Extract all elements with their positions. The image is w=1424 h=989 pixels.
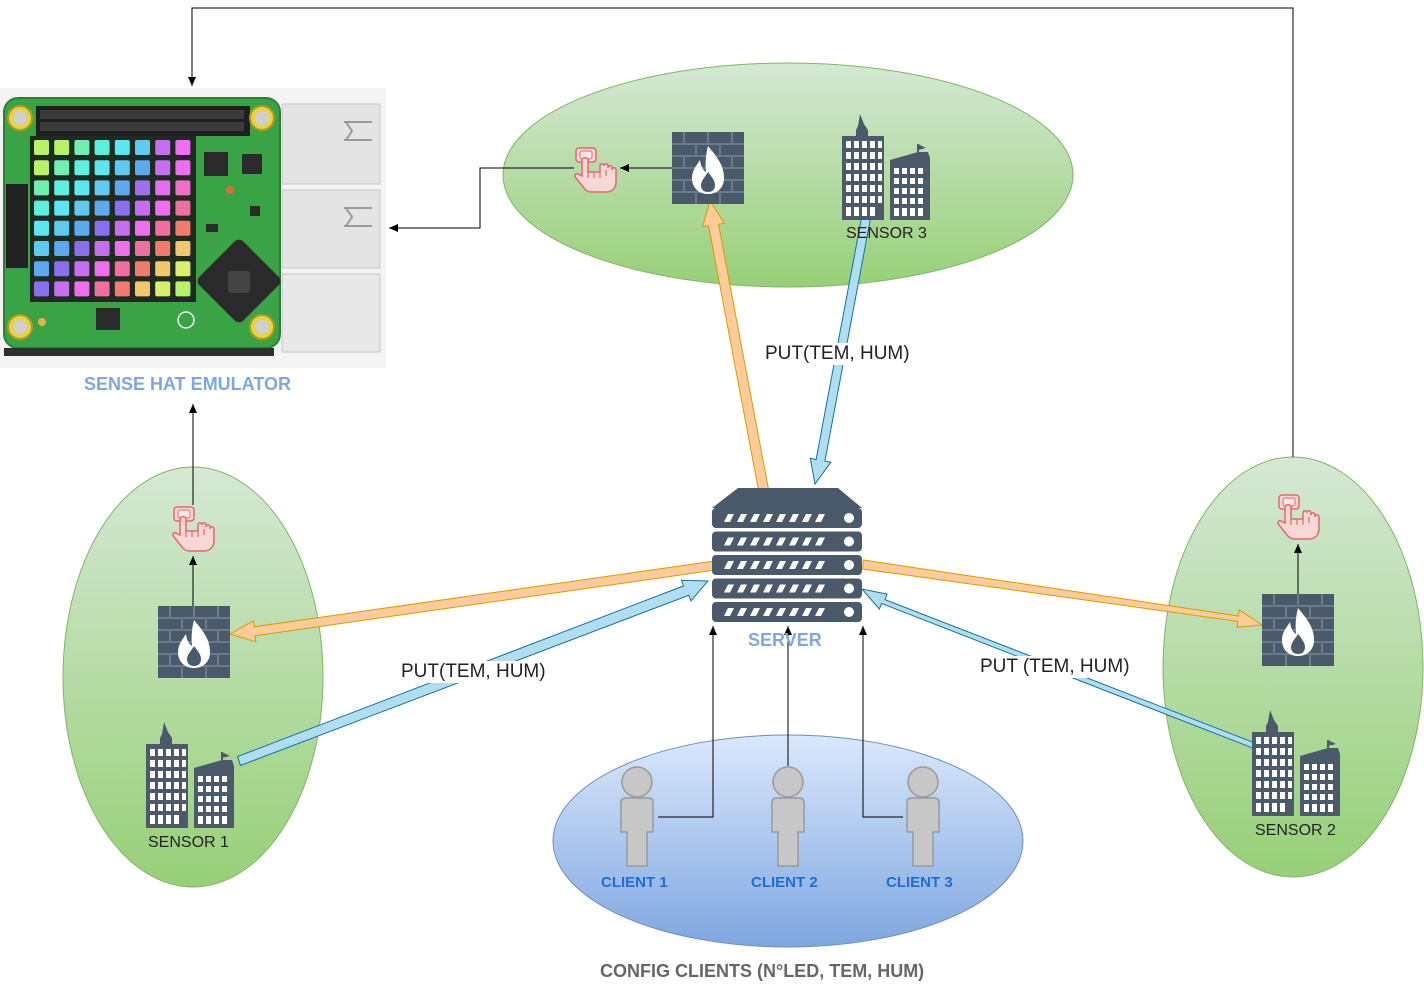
sensor3-label: SENSOR 3	[846, 225, 927, 242]
server-rack-unit	[712, 531, 862, 552]
led-pixel	[175, 241, 191, 256]
led-pixel	[74, 160, 90, 176]
server-rack-unit	[712, 578, 862, 599]
server-rack-unit	[712, 602, 862, 622]
put-label-top: PUT(TEM, HUM)	[763, 343, 912, 365]
put-label-left: PUT(TEM, HUM)	[399, 661, 548, 683]
firewall-icon-sensor2	[1262, 594, 1334, 666]
led-pixel	[34, 200, 49, 216]
sense-hat-board	[0, 88, 386, 368]
led-pixel	[135, 261, 150, 277]
led-matrix	[34, 140, 191, 297]
led-pixel	[114, 241, 130, 256]
led-pixel	[74, 261, 90, 277]
led-pixel	[175, 281, 191, 297]
server-icon	[712, 488, 862, 622]
led-pixel	[54, 200, 70, 216]
server-rack-unit	[712, 555, 862, 575]
led-pixel	[175, 200, 191, 216]
led-pixel	[54, 180, 70, 196]
led-pixel	[175, 160, 191, 176]
led-pixel	[135, 160, 150, 176]
led-pixel	[74, 200, 90, 216]
led-pixel	[135, 220, 150, 236]
led-pixel	[155, 220, 171, 236]
put-label-right: PUT (TEM, HUM)	[978, 656, 1132, 678]
firewall-icon-sensor3	[672, 132, 744, 204]
led-pixel	[175, 261, 191, 277]
led-pixel	[94, 180, 110, 196]
led-pixel	[155, 200, 171, 216]
led-pixel	[135, 241, 150, 256]
led-pixel	[135, 281, 150, 297]
client2-label: CLIENT 2	[751, 874, 818, 891]
led-pixel	[114, 261, 130, 277]
led-pixel	[54, 140, 70, 155]
config-clients-label: CONFIG CLIENTS (N°LED, TEM, HUM)	[600, 961, 925, 981]
led-pixel	[94, 200, 110, 216]
connector-sensor3-to-sensehat	[389, 167, 574, 232]
firewall-icon-sensor1	[158, 606, 230, 678]
led-pixel	[135, 140, 150, 155]
led-pixel	[114, 220, 130, 236]
led-pixel	[94, 140, 110, 155]
led-pixel	[135, 200, 150, 216]
led-pixel	[114, 160, 130, 176]
led-pixel	[94, 160, 110, 176]
flow-arrow-server-to-firewall2	[862, 559, 1264, 628]
led-pixel	[54, 281, 70, 297]
led-pixel	[94, 220, 110, 236]
led-pixel	[34, 140, 49, 155]
server-label: SERVER	[748, 630, 822, 650]
led-pixel	[54, 220, 70, 236]
led-pixel	[175, 220, 191, 236]
led-pixel	[34, 220, 49, 236]
connector-client1-to-server	[658, 626, 717, 818]
led-pixel	[114, 200, 130, 216]
led-pixel	[175, 180, 191, 196]
led-pixel	[34, 261, 49, 277]
sensor1-label: SENSOR 1	[148, 834, 229, 851]
flow-arrow-server-to-firewall1	[228, 560, 716, 643]
led-pixel	[34, 281, 49, 297]
led-pixel	[74, 281, 90, 297]
led-pixel	[155, 180, 171, 196]
connector-sensor2-to-sensehat	[188, 7, 1294, 457]
sensor2-label: SENSOR 2	[1255, 822, 1336, 839]
led-pixel	[155, 241, 171, 256]
led-pixel	[114, 140, 130, 155]
led-pixel	[155, 281, 171, 297]
led-pixel	[74, 180, 90, 196]
led-pixel	[34, 160, 49, 176]
led-pixel	[114, 180, 130, 196]
led-pixel	[34, 241, 49, 256]
led-pixel	[94, 241, 110, 256]
server-rack-unit	[712, 508, 862, 528]
led-pixel	[114, 281, 130, 297]
led-pixel	[155, 261, 171, 277]
zone-sensor3	[502, 62, 1074, 288]
led-pixel	[155, 140, 171, 155]
led-pixel	[54, 261, 70, 277]
led-pixel	[94, 261, 110, 277]
client3-label: CLIENT 3	[886, 874, 953, 891]
led-pixel	[54, 241, 70, 256]
led-pixel	[54, 160, 70, 176]
led-pixel	[94, 281, 110, 297]
led-pixel	[74, 220, 90, 236]
sense-hat-label: SENSE HAT EMULATOR	[84, 374, 292, 394]
client1-label: CLIENT 1	[601, 874, 668, 891]
flow-arrow-server-to-firewall3	[702, 199, 769, 492]
led-pixel	[74, 241, 90, 256]
led-pixel	[155, 160, 171, 176]
led-pixel	[34, 180, 49, 196]
led-pixel	[74, 140, 90, 155]
connector-client3-to-server	[859, 626, 903, 818]
led-pixel	[175, 140, 191, 155]
led-pixel	[135, 180, 150, 196]
